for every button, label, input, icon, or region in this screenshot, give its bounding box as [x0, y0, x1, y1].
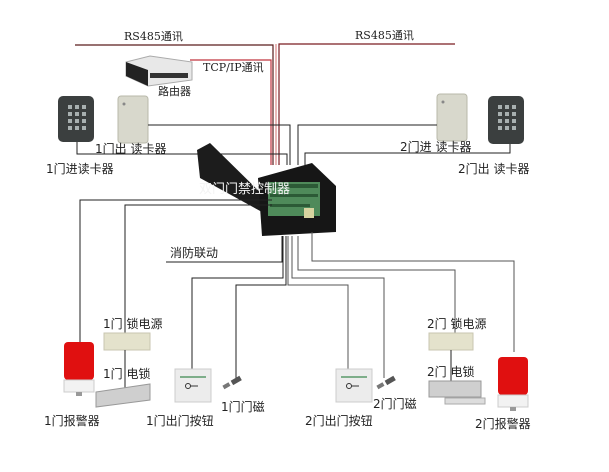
door1-lock-power-label: 1门 锁电源 — [103, 317, 163, 331]
door2-exit-button-label: 2门出门按钮 — [305, 414, 373, 428]
alarm-icon-2 — [497, 357, 529, 411]
door1-door-sensor-label: 1门门磁 — [221, 400, 265, 414]
alarm-icon-1 — [63, 342, 95, 396]
reader-wires — [76, 124, 511, 165]
lock-power-icon-1 — [103, 332, 151, 351]
door-sensor-icon-1 — [222, 375, 242, 390]
controller-icon — [197, 143, 336, 236]
door2-door-sensor-label: 2门门磁 — [373, 397, 417, 411]
door1-exit-button-label: 1门出门按钮 — [146, 414, 214, 428]
door1-in-reader-label: 1门进读卡器 — [46, 162, 114, 176]
lock-power-icon-2 — [428, 332, 474, 351]
exit-button-icon-1 — [174, 368, 212, 403]
exit-button-icon-2 — [335, 368, 373, 403]
door2-out-reader-label: 2门出 读卡器 — [458, 162, 530, 176]
electric-lock-icon-2 — [428, 380, 486, 405]
door2-in-reader-label: 2门进 读卡器 — [400, 140, 472, 154]
card-reader-icon-1 — [117, 95, 149, 144]
fire-link-label: 消防联动 — [170, 246, 219, 260]
keypad-reader-icon-1 — [58, 96, 94, 142]
door1-alarm-label: 1门报警器 — [44, 414, 100, 428]
electric-lock-icon-1 — [95, 383, 151, 408]
door2-wires — [287, 232, 515, 378]
door-sensor-icon-2 — [376, 375, 396, 390]
tcpip-wire — [190, 59, 272, 165]
card-reader-icon-2 — [436, 93, 468, 142]
door1-wires — [79, 199, 287, 378]
keypad-reader-icon-2 — [488, 96, 524, 144]
rs485-left-label: RS485通讯 — [124, 30, 183, 43]
router-label: 路由器 — [158, 85, 191, 98]
door1-out-reader-label: 1门出 读卡器 — [95, 142, 167, 156]
door1-lock-label: 1门 电锁 — [103, 367, 151, 381]
door2-lock-label: 2门 电锁 — [427, 365, 475, 379]
rs485-right-label: RS485通讯 — [355, 29, 414, 42]
tcpip-label: TCP/IP通讯 — [203, 61, 264, 74]
controller-label: 双门门禁控制器 — [199, 182, 291, 197]
door2-lock-power-label: 2门 锁电源 — [427, 317, 487, 331]
door2-alarm-label: 2门报警器 — [475, 417, 531, 431]
router-icon — [125, 55, 193, 87]
